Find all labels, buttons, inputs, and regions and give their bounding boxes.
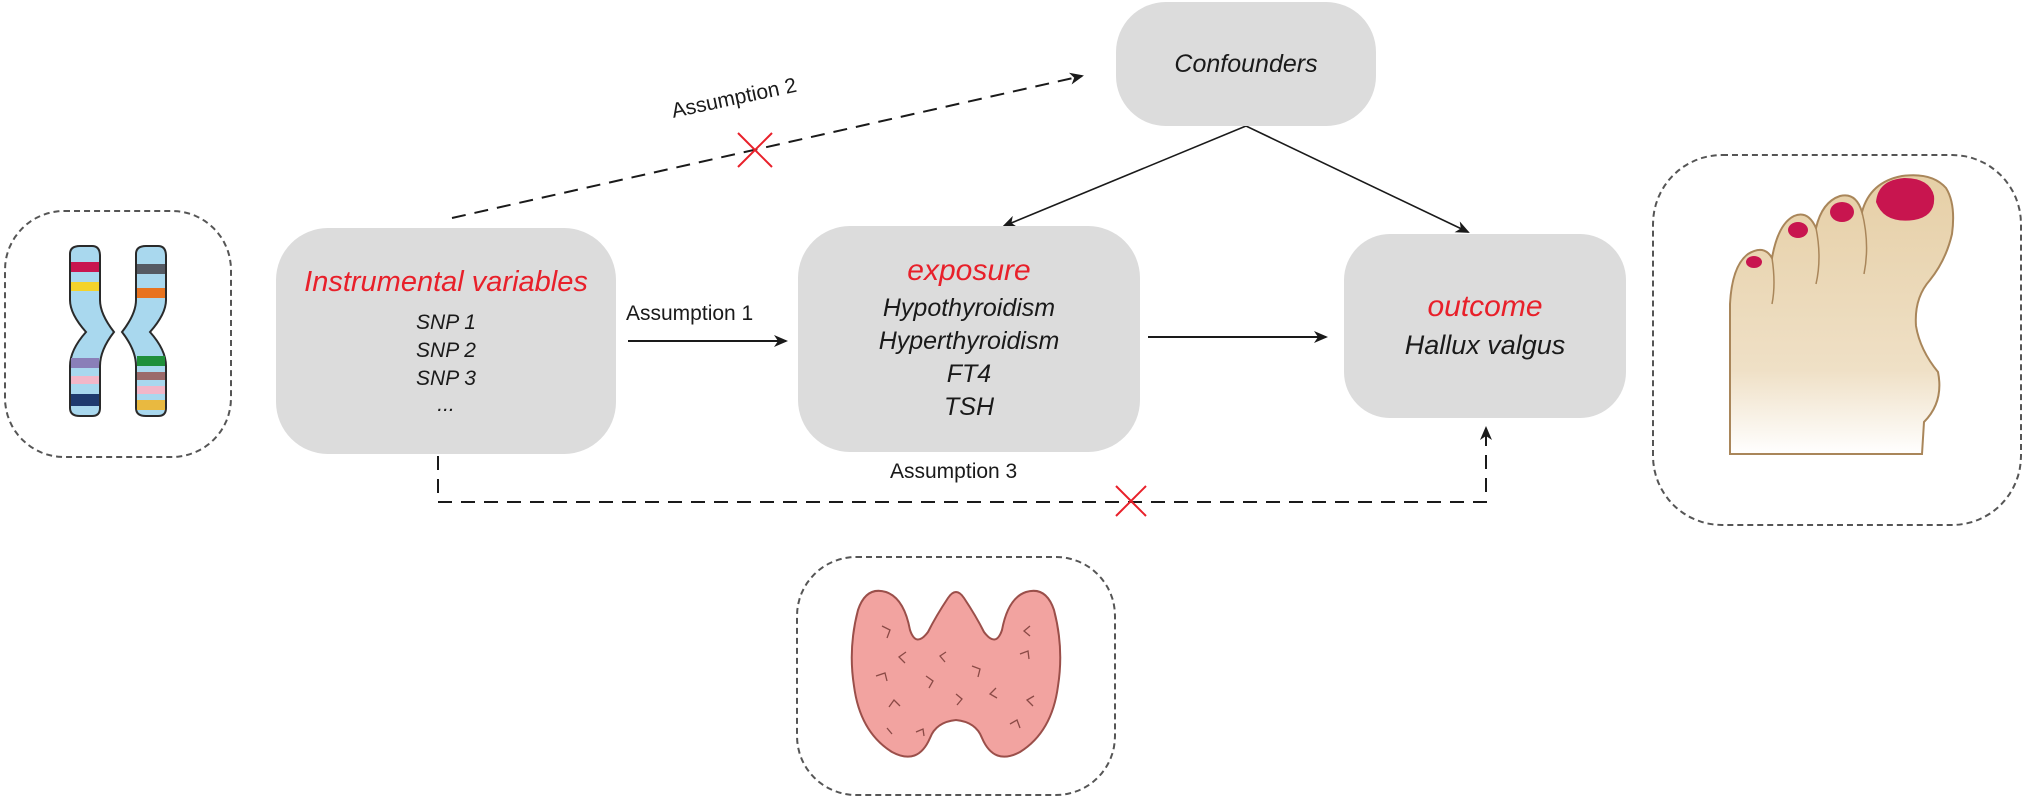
snp-item: SNP 1 (416, 310, 476, 334)
confounders-to-outcome-arrow (1245, 125, 1470, 233)
foot-panel (1652, 154, 2022, 526)
exposure-item: Hypothyroidism (882, 294, 1056, 322)
assumption-3-violation-mark (1115, 485, 1147, 517)
snp-ellipsis: ... (437, 392, 455, 416)
assumption-3-arrow (437, 426, 1492, 503)
hallux-valgus-foot-icon (1729, 174, 1955, 455)
confounders-node: Confounders (1116, 2, 1376, 126)
outcome-node: outcome Hallux valgus (1344, 234, 1626, 418)
exposure-item: Hyperthyroidism (878, 327, 1060, 355)
outcome-item: Hallux valgus (1404, 330, 1566, 360)
instrumental-variables-title: Instrumental variables (304, 265, 588, 298)
exposure-item: TSH (944, 393, 994, 421)
assumption-3-label: Assumption 3 (890, 460, 1018, 483)
confounders-label: Confounders (1174, 49, 1318, 78)
snp-item: SNP 3 (416, 366, 476, 390)
exposure-title: exposure (907, 254, 1031, 287)
outcome-title: outcome (1427, 290, 1543, 323)
chromosome-icon (69, 245, 167, 417)
chromosome-panel (4, 210, 232, 458)
snp-item: SNP 2 (416, 338, 476, 362)
instrumental-variables-node: Instrumental variables SNP 1 SNP 2 SNP 3… (276, 228, 616, 454)
confounders-to-exposure-arrow (1002, 125, 1247, 227)
thyroid-gland-icon (850, 589, 1062, 758)
assumption-2-violation-mark (737, 132, 773, 168)
assumption-1-label: Assumption 1 (626, 302, 754, 325)
exposure-item: FT4 (946, 360, 992, 388)
thyroid-panel (796, 556, 1116, 796)
assumption-2-arrow (451, 72, 1084, 219)
exposure-node: exposure Hypothyroidism Hyperthyroidism … (798, 226, 1140, 452)
